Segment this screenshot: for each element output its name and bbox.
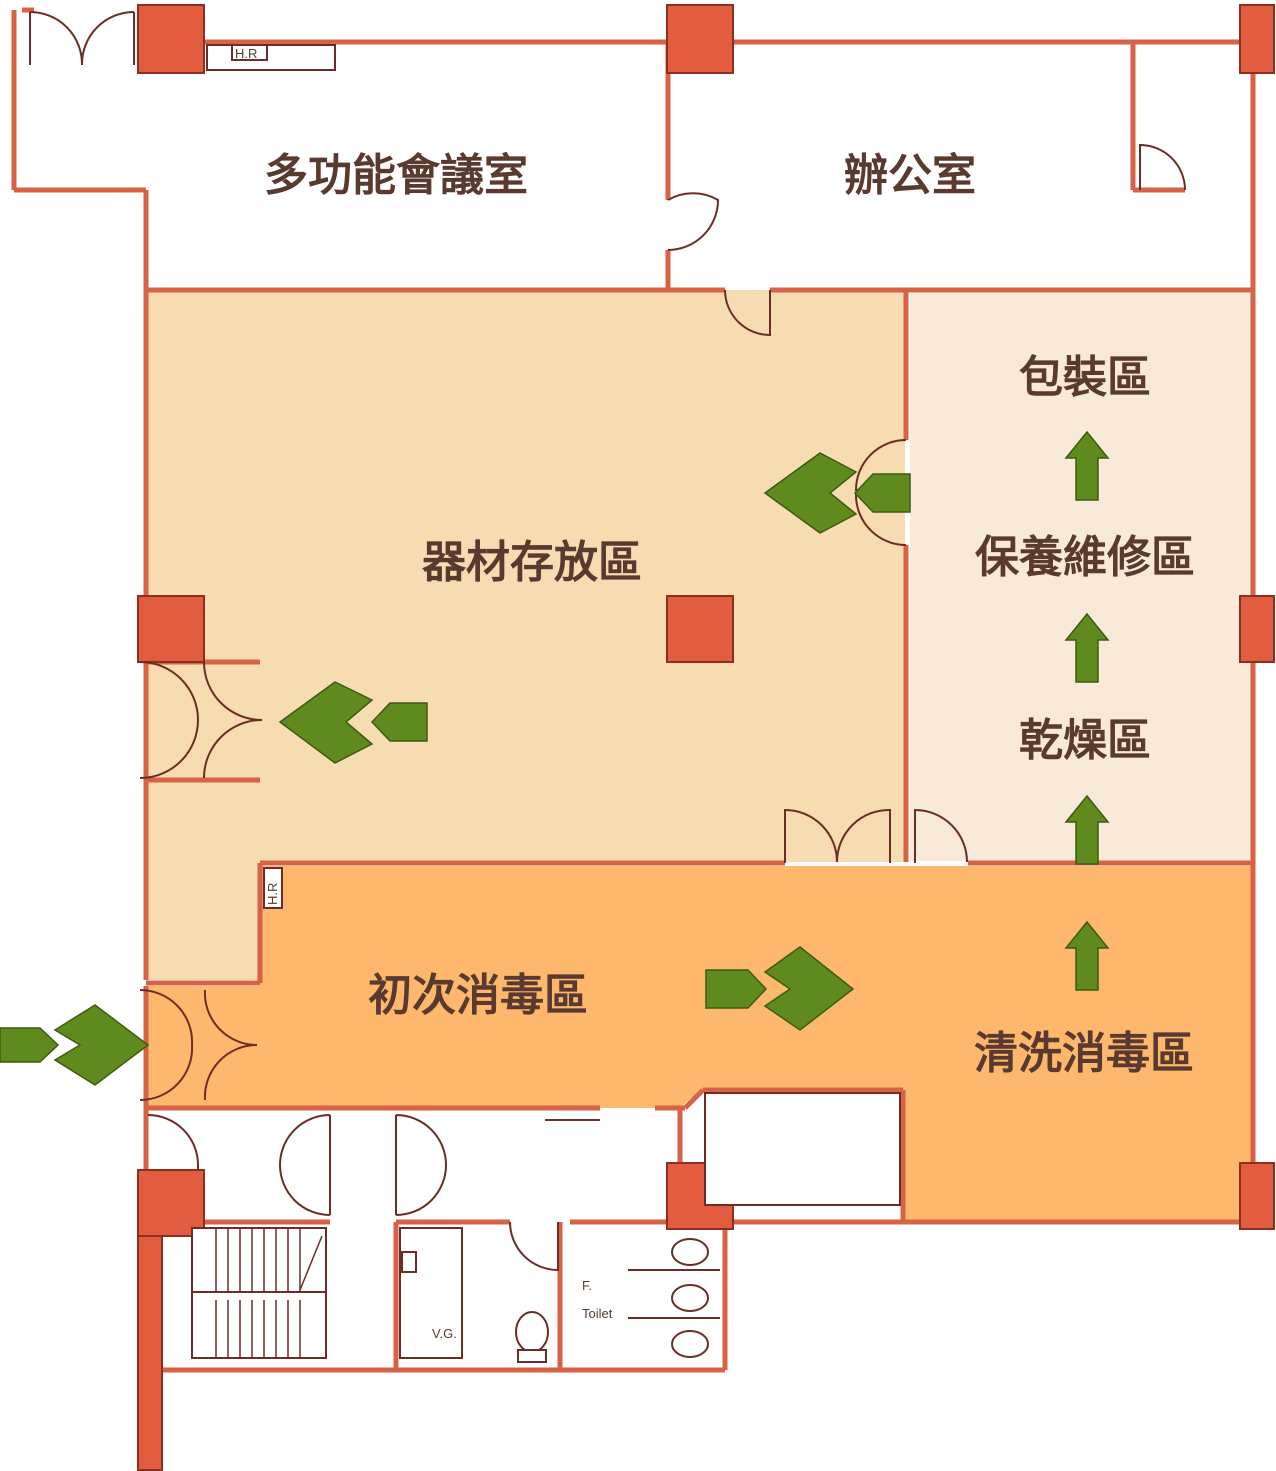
- arrow-right-icon: [763, 946, 855, 1031]
- arrow-left-icon: [278, 681, 374, 764]
- doors: [29, 11, 1186, 1272]
- flow-arrows: [0, 430, 1110, 1086]
- room-drying: 乾燥區: [1019, 715, 1151, 766]
- toilet-label: Toilet: [582, 1306, 613, 1321]
- column: [137, 1169, 205, 1237]
- toilet-icon: [671, 1284, 709, 1312]
- sink-counter: [704, 1092, 901, 1206]
- arrow-up-icon: [1064, 430, 1110, 501]
- room-office: 辦公室: [844, 150, 976, 201]
- arrow-left-icon: [370, 702, 428, 742]
- column: [1239, 4, 1275, 74]
- column-stub: [137, 1235, 163, 1471]
- arrow-left-icon: [763, 452, 858, 534]
- room-cleaning-disinfection: 清洗消毒區: [974, 1028, 1194, 1079]
- walls: [11, 7, 1256, 1470]
- east-rooms-fill: [910, 293, 1253, 861]
- arrow-up-icon: [1064, 794, 1110, 865]
- room-maintenance: 保養維修區: [975, 532, 1195, 583]
- arrow-up-icon: [1064, 612, 1110, 683]
- stairs: [191, 1227, 327, 1359]
- arrow-right-icon: [0, 1027, 60, 1063]
- toilet-icon: [671, 1330, 709, 1358]
- room-storage: 器材存放區: [422, 537, 642, 588]
- toilet-icon: [671, 1238, 709, 1266]
- hose-reel-side: H.R: [263, 867, 283, 909]
- female-toilet: F. Toilet: [582, 1238, 720, 1358]
- room-packing: 包裝區: [1019, 352, 1151, 403]
- arrow-right-icon: [705, 969, 768, 1009]
- storage-area-fill: [146, 290, 905, 980]
- f-label: F.: [582, 1278, 592, 1293]
- hr-top-label: H.R: [235, 46, 257, 61]
- arrow-up-icon: [1064, 920, 1110, 991]
- room-initial-disinfection: 初次消毒區: [368, 970, 588, 1021]
- column: [137, 4, 205, 74]
- disinfection-area-fill: [146, 866, 1253, 1222]
- column: [666, 4, 734, 74]
- vg-label: V.G.: [432, 1326, 457, 1341]
- shower-room: V.G.: [399, 1227, 549, 1363]
- room-multipurpose: 多功能會議室: [264, 150, 528, 201]
- hr-side-label: H.R: [265, 883, 280, 905]
- column: [1239, 1162, 1275, 1230]
- column: [666, 595, 734, 663]
- arrow-left-icon: [853, 473, 911, 513]
- arrow-right-icon: [53, 1004, 150, 1086]
- column: [1239, 595, 1275, 663]
- column: [137, 595, 205, 663]
- hose-reel-top: H.R: [206, 44, 336, 71]
